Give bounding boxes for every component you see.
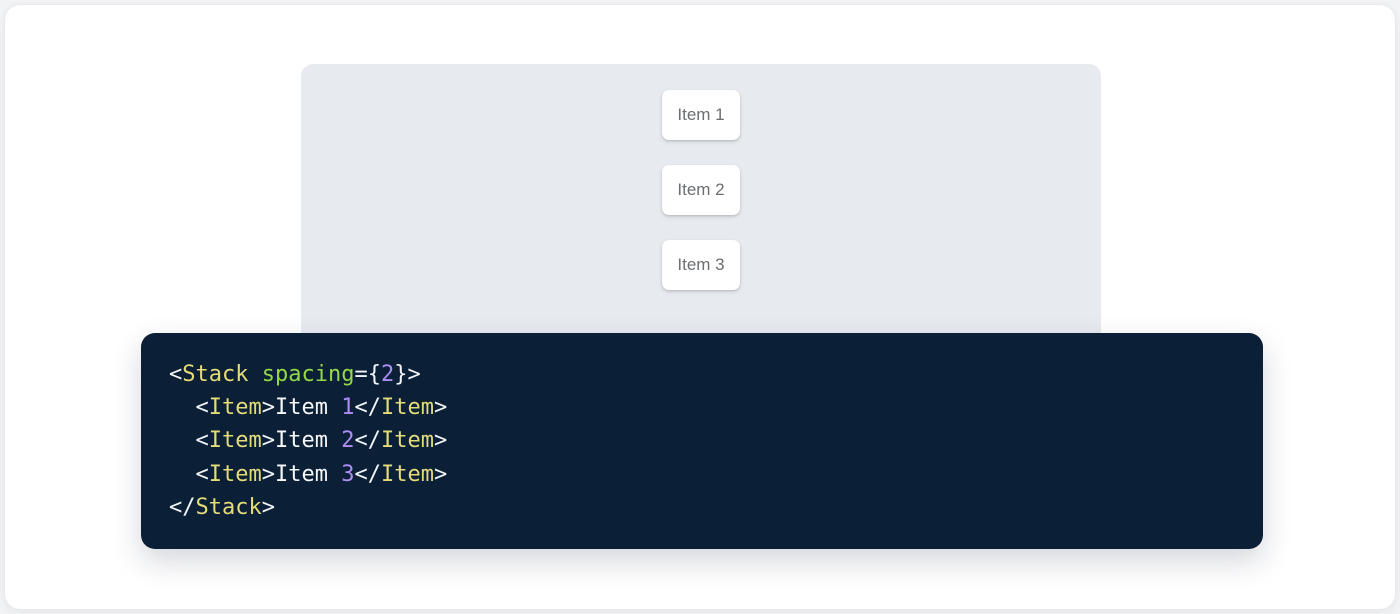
- code-token-text: [169, 395, 196, 420]
- code-token-text: [169, 462, 196, 487]
- code-token-punc: ={: [354, 362, 381, 387]
- code-token-num: 3: [341, 461, 355, 487]
- code-line: <Item>Item 3</Item>: [169, 458, 1235, 491]
- stack-item-2: Item 2: [662, 165, 740, 215]
- code-token-punc: >: [433, 428, 448, 454]
- code-token-punc: </: [354, 428, 381, 454]
- code-token-punc: >: [433, 461, 448, 487]
- code-token-attr: spacing: [261, 362, 355, 387]
- code-block: <Stack spacing={2}> <Item>Item 1</Item> …: [141, 333, 1263, 549]
- code-line: <Stack spacing={2}>: [169, 358, 1235, 391]
- code-line: <Item>Item 2</Item>: [169, 424, 1235, 457]
- code-token-tag: Item: [380, 395, 434, 421]
- code-content: <Stack spacing={2}> <Item>Item 1</Item> …: [169, 358, 1235, 524]
- code-token-tag: Item: [380, 428, 434, 454]
- code-token-tag: Stack: [195, 494, 262, 520]
- code-token-punc: <: [195, 395, 209, 421]
- code-token-tag: Item: [208, 428, 262, 454]
- code-token-text: Item: [274, 428, 342, 454]
- code-token-tag: Item: [380, 461, 434, 487]
- code-token-text: [169, 428, 196, 453]
- code-token-punc: </: [354, 461, 381, 487]
- code-token-num: 2: [380, 362, 395, 387]
- code-token-punc: }>: [394, 362, 421, 387]
- stack-item-3: Item 3: [662, 240, 740, 290]
- code-token-punc: </: [169, 494, 196, 520]
- code-line: </Stack>: [169, 491, 1235, 524]
- stack-item-1: Item 1: [662, 90, 740, 140]
- code-token-punc: <: [169, 362, 183, 387]
- stack-demo-panel: Item 1 Item 2 Item 3: [301, 64, 1101, 351]
- code-line: <Item>Item 1</Item>: [169, 391, 1235, 424]
- code-token-punc: >: [433, 395, 448, 421]
- code-token-num: 2: [341, 428, 355, 454]
- code-token-tag: Item: [208, 461, 262, 487]
- code-token-text: [248, 362, 261, 387]
- code-token-punc: <: [195, 461, 209, 487]
- code-token-punc: >: [261, 428, 275, 454]
- code-token-punc: >: [261, 395, 275, 421]
- code-token-punc: >: [261, 461, 275, 487]
- code-token-punc: </: [354, 395, 381, 421]
- code-token-tag: Stack: [182, 362, 249, 387]
- code-token-text: Item: [274, 461, 342, 487]
- code-token-punc: <: [195, 428, 209, 454]
- code-token-tag: Item: [208, 395, 262, 421]
- code-token-num: 1: [341, 395, 355, 421]
- page-card: Item 1 Item 2 Item 3 <Stack spacing={2}>…: [4, 4, 1396, 610]
- code-token-punc: >: [261, 494, 275, 520]
- code-token-text: Item: [274, 395, 342, 421]
